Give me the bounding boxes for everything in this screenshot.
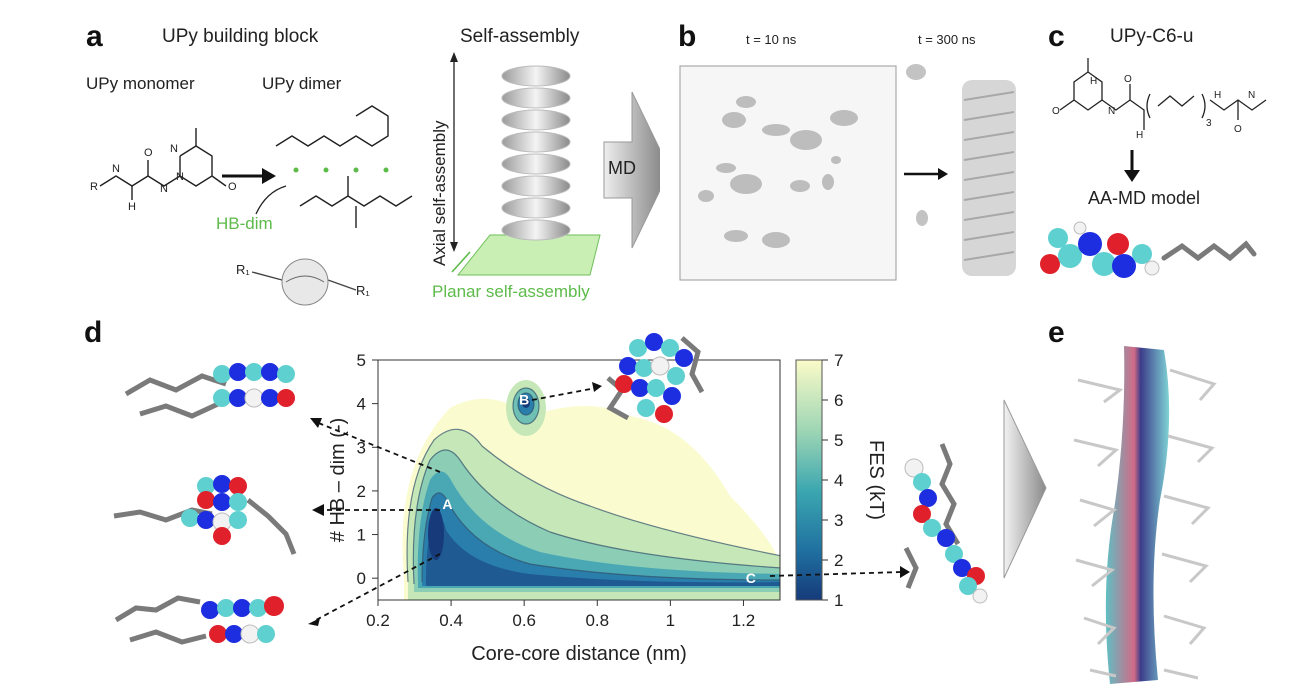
model-arrow bbox=[1124, 150, 1140, 182]
minimum-b-render bbox=[606, 333, 705, 423]
fes-minima: A B C bbox=[442, 391, 755, 586]
md-snapshots bbox=[679, 64, 1016, 281]
minimum-label: A bbox=[442, 496, 452, 512]
panel-d-letter: d bbox=[84, 316, 103, 349]
svg-text:N: N bbox=[176, 171, 184, 183]
render-top bbox=[124, 363, 295, 419]
y-tick-label: 1 bbox=[357, 526, 366, 545]
colorbar-tick-label: 4 bbox=[834, 471, 843, 490]
upy-dimer-structure bbox=[275, 105, 413, 228]
svg-text:H: H bbox=[128, 201, 136, 213]
time-10ns-label: t = 10 ns bbox=[746, 32, 797, 47]
upy-c6u-title: UPy-C6-u bbox=[1110, 26, 1194, 47]
upy-dimer-label: UPy dimer bbox=[262, 74, 342, 93]
self-assembly-title: Self-assembly bbox=[460, 26, 580, 47]
svg-text:3: 3 bbox=[1206, 118, 1212, 129]
stack-of-disks bbox=[450, 52, 601, 276]
r1-right-label: R₁ bbox=[356, 283, 370, 298]
colorbar-tick-label: 5 bbox=[834, 431, 843, 450]
svg-text:O: O bbox=[1124, 74, 1132, 85]
time-300ns-label: t = 300 ns bbox=[918, 32, 976, 47]
aa-md-model-render bbox=[1040, 221, 1257, 278]
panel-a-title: UPy building block bbox=[162, 26, 319, 47]
svg-text:N: N bbox=[1108, 106, 1115, 117]
upy-monomer-label: UPy monomer bbox=[86, 74, 195, 93]
hydrogen-bond-dots bbox=[293, 167, 389, 173]
svg-text:H: H bbox=[1214, 90, 1221, 101]
y-tick-label: 4 bbox=[357, 395, 366, 414]
fiber-snapshot bbox=[906, 64, 1016, 276]
x-tick-label: 0.8 bbox=[585, 611, 609, 630]
minimum-c-render bbox=[903, 443, 988, 604]
y-ticks: 0 1 2 3 4 5 bbox=[357, 351, 378, 588]
dimer-disk-schematic bbox=[251, 258, 357, 306]
x-tick-label: 1 bbox=[666, 611, 675, 630]
fiber-stripes bbox=[963, 91, 1015, 261]
colorbar-tick-label: 2 bbox=[834, 551, 843, 570]
svg-text:N: N bbox=[170, 143, 178, 155]
minima-arrows bbox=[308, 382, 910, 626]
panel-b-letter: b bbox=[678, 20, 697, 53]
planar-label: Planar self-assembly bbox=[432, 282, 590, 301]
colorbar-tick-label: 6 bbox=[834, 391, 843, 410]
minimum-label: C bbox=[746, 570, 756, 586]
md-arrow bbox=[603, 91, 660, 249]
colorbar-tick-label: 1 bbox=[834, 591, 843, 610]
x-tick-label: 0.2 bbox=[366, 611, 390, 630]
fes-chart: 0.2 0.4 0.6 0.8 1 1.2 0 1 2 3 4 5 A B C Core-core di… bbox=[330, 351, 887, 665]
r1-left-label: R₁ bbox=[236, 262, 250, 277]
render-bottom bbox=[114, 595, 284, 645]
svg-text:N: N bbox=[112, 163, 120, 175]
panel-c-letter: c bbox=[1048, 20, 1065, 53]
upy-c6u-structure: O H N O H 3 H O N bbox=[1052, 58, 1267, 141]
upy-monomer-structure bbox=[99, 128, 227, 200]
x-tick-label: 1.2 bbox=[732, 611, 756, 630]
x-tick-label: 0.4 bbox=[439, 611, 463, 630]
y-tick-label: 3 bbox=[357, 438, 366, 457]
colorbar-tick-label: 3 bbox=[834, 511, 843, 530]
panel-a-letter: a bbox=[86, 20, 103, 53]
svg-text:N: N bbox=[160, 183, 168, 195]
svg-text:R: R bbox=[90, 181, 98, 193]
panel-e-arrow bbox=[1003, 399, 1047, 579]
dimer-renders-left bbox=[113, 363, 297, 645]
svg-text:O: O bbox=[144, 147, 153, 159]
y-tick-label: 0 bbox=[357, 569, 366, 588]
minimum-label: B bbox=[519, 391, 529, 407]
reaction-arrow bbox=[222, 168, 276, 184]
x-ticks: 0.2 0.4 0.6 0.8 1 1.2 bbox=[366, 600, 755, 630]
render-middle bbox=[113, 475, 297, 555]
fiber-render bbox=[1073, 346, 1217, 684]
aa-md-model-label: AA-MD model bbox=[1088, 188, 1201, 208]
y-tick-label: 2 bbox=[357, 482, 366, 501]
monomer-atoms: RNH ONN ON bbox=[90, 143, 237, 213]
panel-e-letter: e bbox=[1048, 316, 1065, 349]
hb-pointer-arrow bbox=[255, 185, 287, 215]
panel-a-graphics: RNH ONN ON bbox=[90, 52, 660, 306]
x-tick-label: 0.6 bbox=[512, 611, 536, 630]
svg-text:N: N bbox=[1248, 90, 1255, 101]
y-tick-label: 5 bbox=[357, 351, 366, 370]
md-label: MD bbox=[608, 158, 636, 178]
svg-text:H: H bbox=[1136, 130, 1143, 141]
dispersed-molecules bbox=[698, 96, 858, 248]
svg-text:O: O bbox=[1052, 106, 1060, 117]
svg-text:H: H bbox=[1090, 76, 1097, 87]
svg-text:O: O bbox=[1234, 124, 1242, 135]
y-axis-label: # HB – dim (-) bbox=[330, 418, 349, 542]
colorbar bbox=[795, 359, 823, 601]
x-axis-label: Core-core distance (nm) bbox=[471, 643, 687, 665]
colorbar-ticks: 1 2 3 4 5 6 7 bbox=[822, 351, 843, 610]
svg-text:O: O bbox=[228, 181, 237, 193]
plot-frame bbox=[377, 359, 781, 601]
colorbar-tick-label: 7 bbox=[834, 351, 843, 370]
hb-dim-label: HB-dim bbox=[216, 214, 273, 233]
fes-surface bbox=[402, 380, 780, 600]
colorbar-label: FES (kT) bbox=[865, 440, 887, 520]
